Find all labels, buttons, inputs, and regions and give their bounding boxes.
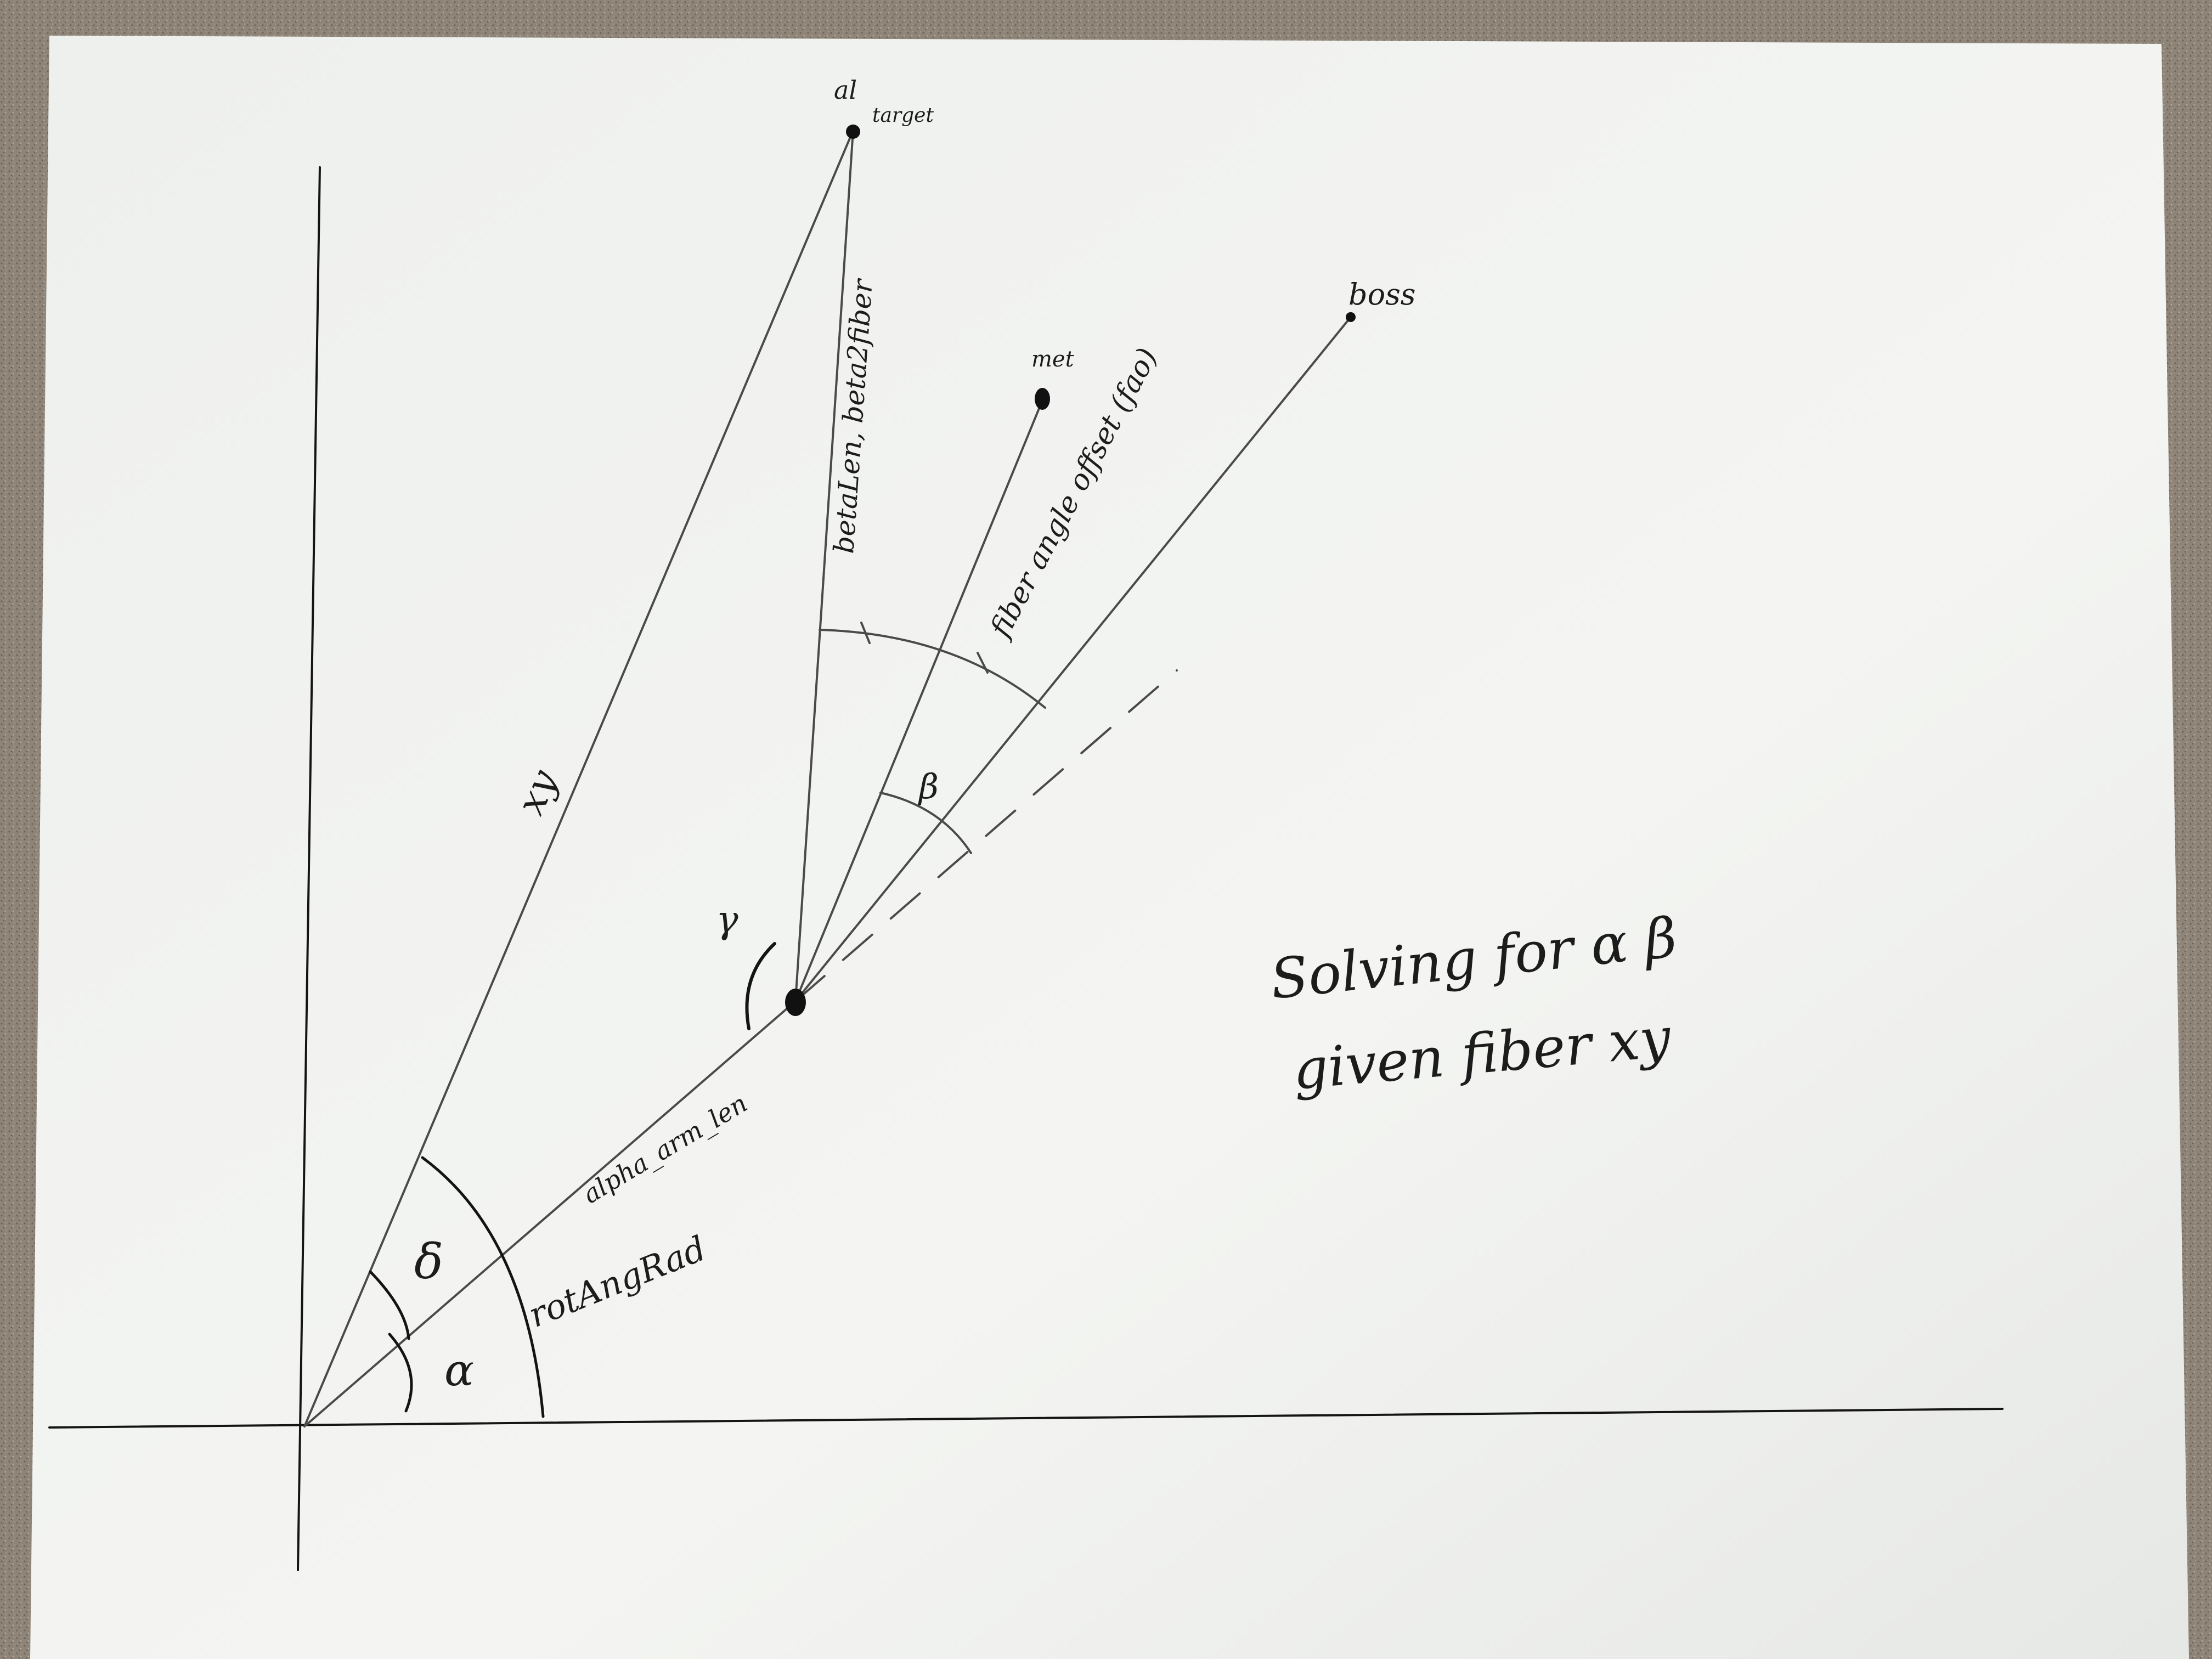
tick-mark-2	[977, 652, 989, 674]
gamma-arc	[745, 942, 776, 1030]
boss-point	[1346, 312, 1356, 322]
point-top-label: al	[834, 75, 857, 105]
alpha-arc	[388, 1333, 413, 1413]
rot-ang-rad-arc	[421, 1156, 545, 1418]
paper-sheet	[30, 36, 2189, 1659]
alpha-arm-extension-dashed	[794, 669, 1178, 1002]
boss-line	[794, 316, 1352, 1002]
origin-to-target-line	[303, 129, 854, 1427]
boss-label: boss	[1348, 277, 1416, 312]
x-axis	[48, 1408, 2004, 1429]
beta-axis-pivot-point	[785, 989, 806, 1016]
tick-mark-1	[860, 622, 871, 644]
delta-arc	[369, 1270, 410, 1340]
gamma-angle-label: γ	[716, 899, 738, 942]
beta-angle-label: β	[918, 766, 939, 806]
alpha-angle-label: α	[444, 1345, 474, 1396]
delta-angle-label: δ	[414, 1233, 443, 1290]
beta-length-line	[794, 129, 854, 1002]
beta-arc	[879, 792, 972, 854]
target-label: target	[872, 104, 934, 127]
target-point	[846, 125, 860, 139]
fiber-angle-offset-arc	[819, 629, 1046, 709]
met-line	[794, 399, 1043, 1002]
y-axis	[297, 166, 321, 1571]
alpha-arm-line	[303, 1000, 797, 1427]
met-point	[1035, 388, 1050, 410]
met-label: met	[1031, 347, 1075, 372]
